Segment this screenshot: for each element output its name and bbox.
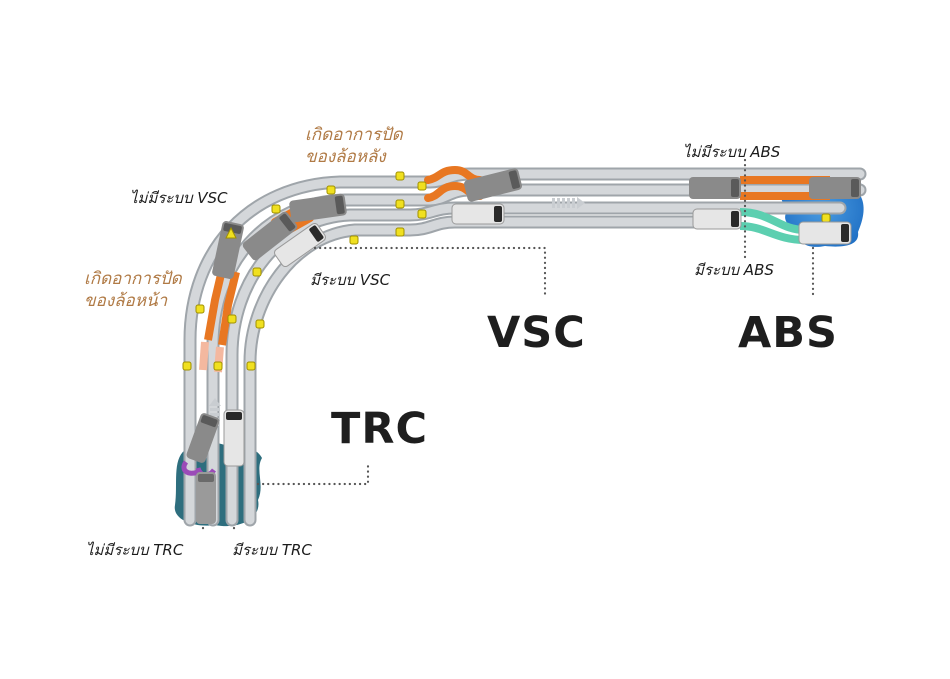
warning-triangle-icon: [225, 226, 237, 239]
marker: [417, 209, 427, 219]
with-vsc-label: มีระบบ VSC: [310, 271, 391, 289]
marker: [213, 361, 223, 371]
vehicle-with-trc: [223, 409, 245, 467]
vehicle-no-trc-stuck: [196, 472, 216, 524]
front-skid-marks: [199, 269, 240, 373]
abs-title: ABS: [738, 308, 839, 358]
no-abs-label: ไม่มีระบบ ABS: [683, 143, 781, 161]
marker: [395, 171, 405, 181]
rear-skid-label: เกิดอาการปัด ของล้อหลัง: [305, 124, 403, 168]
marker: [182, 361, 192, 371]
marker: [195, 304, 205, 314]
vehicle-no-vsc-rear-skid-2: [289, 193, 347, 223]
lane-4: [243, 215, 727, 527]
direction-arrow-right: [552, 197, 585, 209]
marker: [227, 314, 237, 324]
front-skid-label: เกิดอาการปัด ของล้อหน้า: [84, 268, 182, 312]
vehicle-with-abs-start: [692, 208, 742, 230]
vehicle-with-vsc-straight: [451, 203, 505, 225]
trc-leader: [256, 460, 370, 486]
vehicle-no-abs-start: [689, 177, 741, 199]
vehicle-with-vsc: [274, 222, 326, 268]
marker: [255, 319, 265, 329]
trc-title: TRC: [331, 404, 428, 454]
vsc-leader: [313, 246, 547, 300]
marker: [821, 213, 831, 223]
with-trc-label: มีระบบ TRC: [232, 541, 312, 559]
vehicle-no-vsc-spun: [464, 168, 522, 202]
marker: [271, 204, 281, 214]
no-trc-label: ไม่มีระบบ TRC: [86, 541, 184, 559]
marker: [252, 267, 262, 277]
front-skid-label-line2: ของล้อหน้า: [84, 291, 168, 311]
vehicle-no-trc-slipping: [186, 413, 220, 463]
marker: [246, 361, 256, 371]
rear-skid-label-line1: เกิดอาการปัด: [305, 125, 403, 145]
marker: [417, 181, 427, 191]
no-vsc-label: ไม่มีระบบ VSC: [130, 189, 228, 207]
marker: [395, 199, 405, 209]
marker: [349, 235, 359, 245]
front-skid-label-line1: เกิดอาการปัด: [84, 269, 182, 289]
vehicle-no-vsc-front-skid: [212, 221, 244, 279]
leader-lines: [201, 158, 815, 534]
vehicle-no-abs-end: [809, 177, 861, 199]
lane-3: [225, 201, 847, 527]
marker: [326, 185, 336, 195]
rear-skid-label-line2: ของล้อหลัง: [305, 147, 386, 167]
vehicle-with-abs-end: [798, 221, 852, 245]
marker: [395, 227, 405, 237]
vehicle-no-vsc-rear-skid: [242, 211, 298, 261]
with-abs-label: มีระบบ ABS: [694, 261, 774, 279]
vsc-title: VSC: [487, 308, 586, 358]
